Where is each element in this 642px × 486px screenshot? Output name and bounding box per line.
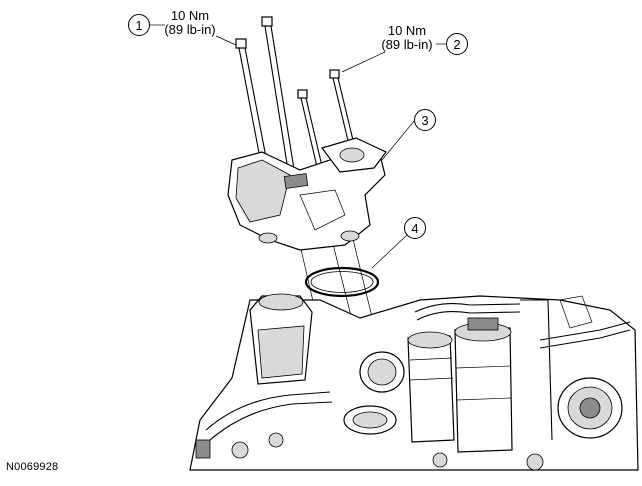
callout-1-torque-nm: 10 Nm <box>170 8 210 23</box>
leader-lines <box>150 24 446 269</box>
callout-2-number: 2 <box>453 37 461 52</box>
callout-4-number: 4 <box>411 221 419 236</box>
thermostat-housing <box>227 137 387 251</box>
callout-3-number: 3 <box>421 113 429 128</box>
callout-1-number: 1 <box>135 18 143 33</box>
callout-2-torque-lbin: (89 lb-in) <box>381 37 433 52</box>
callout-2-torque-nm: 10 Nm <box>387 23 427 38</box>
o-ring-seal <box>304 266 380 298</box>
figure-id: N0069928 <box>6 461 59 473</box>
callout-3-marker: 3 <box>414 109 436 131</box>
callout-1-torque-lbin: (89 lb-in) <box>164 22 216 37</box>
callout-4-marker: 4 <box>404 217 426 239</box>
callout-2-torque: 10 Nm (89 lb-in) <box>376 24 438 52</box>
engine-assembly <box>189 293 639 471</box>
callout-2-marker: 2 <box>446 33 468 55</box>
callout-1-marker: 1 <box>128 14 150 36</box>
callout-1-torque: 10 Nm (89 lb-in) <box>160 9 220 37</box>
